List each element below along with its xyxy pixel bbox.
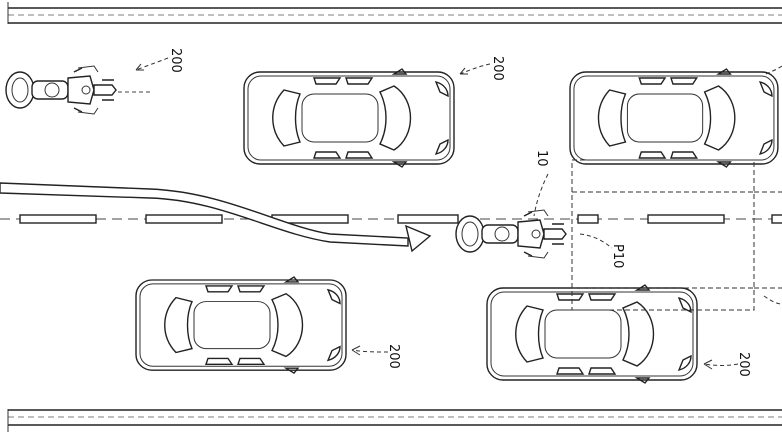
label-vehicle-200-top-middle: 200 bbox=[490, 56, 505, 81]
other-vehicle-car-upper-middle bbox=[243, 68, 455, 168]
travel-path-arrow bbox=[0, 182, 432, 253]
label-vehicle-200-bottom-right: 200 bbox=[736, 352, 751, 377]
lane-divider bbox=[0, 214, 782, 224]
other-vehicle-car-lower-left bbox=[135, 276, 347, 374]
host-motorcycle bbox=[455, 209, 567, 259]
other-vehicle-car-lower-right bbox=[486, 284, 698, 384]
label-vehicle-200-bottom-middle: 200 bbox=[386, 344, 401, 369]
label-region-p10: P10 bbox=[610, 244, 625, 268]
road-edge-bottom bbox=[7, 409, 782, 432]
detection-region bbox=[571, 159, 782, 311]
other-vehicle-car-upper-right bbox=[569, 68, 779, 168]
leader-lines bbox=[135, 57, 782, 370]
label-host-vehicle-10: 10 bbox=[534, 150, 549, 167]
other-vehicle-motorcycle bbox=[5, 65, 150, 115]
label-vehicle-200-top-left: 200 bbox=[168, 48, 183, 73]
road-edge-top bbox=[7, 2, 782, 24]
